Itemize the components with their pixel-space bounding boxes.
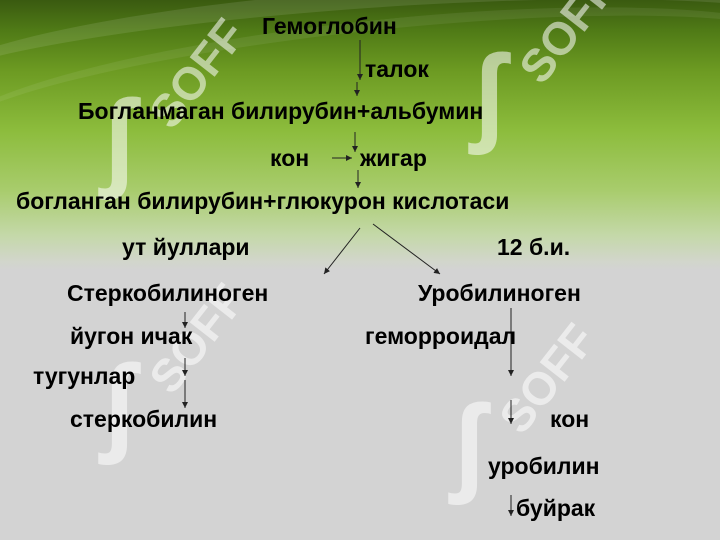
label-nodes: тугунлар <box>33 363 136 389</box>
label-stercobilin: стеркобилин <box>70 406 218 432</box>
label-stercobilinogen: Стеркобилиноген <box>67 280 269 306</box>
arrow-to-urobilinogen <box>372 223 441 275</box>
label-blood: кон <box>270 145 310 171</box>
label-bile-ducts: ут йуллари <box>122 234 250 260</box>
label-hemoglobin: Гемоглобин <box>262 13 397 39</box>
label-hemorrhoidal: геморроидал <box>365 323 517 349</box>
label-spleen: талок <box>365 56 429 82</box>
label-large-intestine: йугон ичак <box>70 323 193 349</box>
label-urobilinogen: Уробилиноген <box>418 280 581 306</box>
label-blood-2: кон <box>550 406 590 432</box>
arrow-to-stercobilinogen <box>323 227 361 275</box>
label-unconjugated-bilirubin: Богланмаган билирубин+альбумин <box>78 98 484 124</box>
label-kidney: буйрак <box>516 495 596 521</box>
label-conjugated-bilirubin: богланган билирубин+глюкурон кислотаси <box>16 188 510 214</box>
label-liver: жигар <box>360 145 427 171</box>
label-urobilin: уробилин <box>488 453 600 479</box>
label-duodenum: 12 б.и. <box>497 234 571 260</box>
